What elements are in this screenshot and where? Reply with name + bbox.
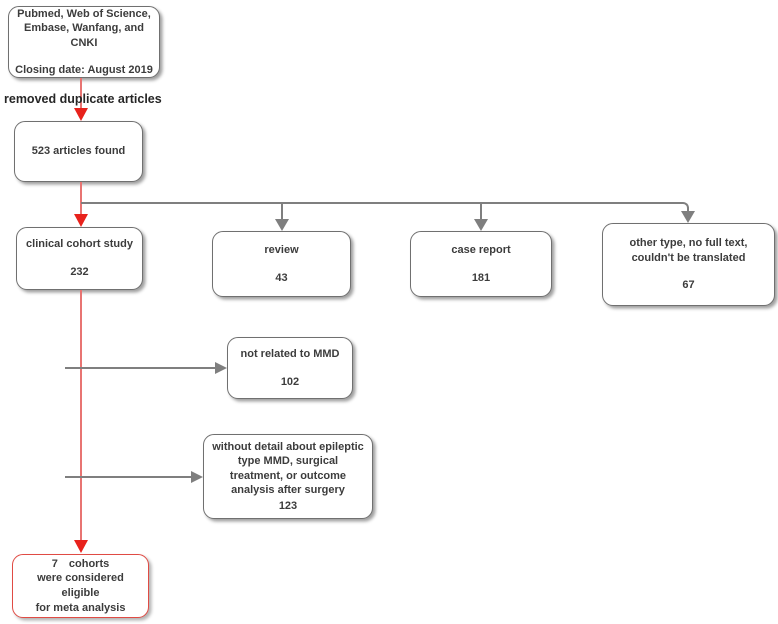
clinical-cohort-count: 232 [70,266,89,278]
other-type-box: other type, no full text, couldn't be tr… [602,223,775,306]
sources-box: Pubmed, Web of Science, Embase, Wanfang,… [8,6,160,78]
connector-clinical-to-eligible [80,290,82,540]
clinical-cohort-label: clinical cohort study [26,238,133,251]
review-label: review [264,243,299,256]
without-detail-label: without detail about epileptic type MMD,… [212,440,364,497]
arrowhead-to-without-detail [191,471,203,483]
arrowhead-to-review [275,219,289,231]
connector-branch-horizontal [81,202,681,204]
eligible-cohorts-box: 7 cohorts were considered eligible for m… [12,554,149,618]
arrowhead-found-to-clinical [74,214,88,227]
connector-to-not-related [65,367,215,369]
connector-found-to-clinical [80,182,82,214]
clinical-cohort-box: clinical cohort study 232 [16,227,143,290]
review-count: 43 [275,271,288,284]
eligible-line1: 7 cohorts [51,557,110,570]
eligible-line3: for meta analysis [35,601,126,614]
not-related-count: 102 [280,375,300,388]
eligible-line2: were considered eligible [37,572,124,599]
arrowhead-to-other [681,211,695,223]
sources-line1: Pubmed, Web of Science, [17,7,151,20]
connector-to-review [281,204,283,219]
not-related-box: not related to MMD 102 [227,337,353,399]
case-report-box: case report 181 [410,231,552,297]
arrowhead-to-not-related [215,362,227,374]
without-detail-box: without detail about epileptic type MMD,… [203,434,373,519]
connector-to-case-report [480,204,482,219]
sources-closing-date: Closing date: August 2019 [15,63,153,76]
connector-to-without-detail [65,476,191,478]
arrowhead-sources-to-found [74,108,88,121]
case-report-label: case report [451,243,511,256]
other-type-label: other type, no full text, couldn't be tr… [629,237,748,264]
without-detail-count: 123 [278,499,298,512]
arrowhead-to-case-report [474,219,488,231]
articles-found-box: 523 articles found [14,121,143,182]
sources-line2: Embase, Wanfang, and CNKI [23,22,144,49]
removed-duplicates-label: removed duplicate articles [4,92,162,106]
case-report-count: 181 [471,271,491,284]
articles-found-label: 523 articles found [31,145,126,158]
not-related-label: not related to MMD [240,347,340,360]
connector-sources-to-found [80,78,82,108]
connector-corner-to-other [681,202,689,212]
review-box: review 43 [212,231,351,297]
arrowhead-clinical-to-eligible [74,540,88,553]
other-type-count: 67 [682,279,695,292]
